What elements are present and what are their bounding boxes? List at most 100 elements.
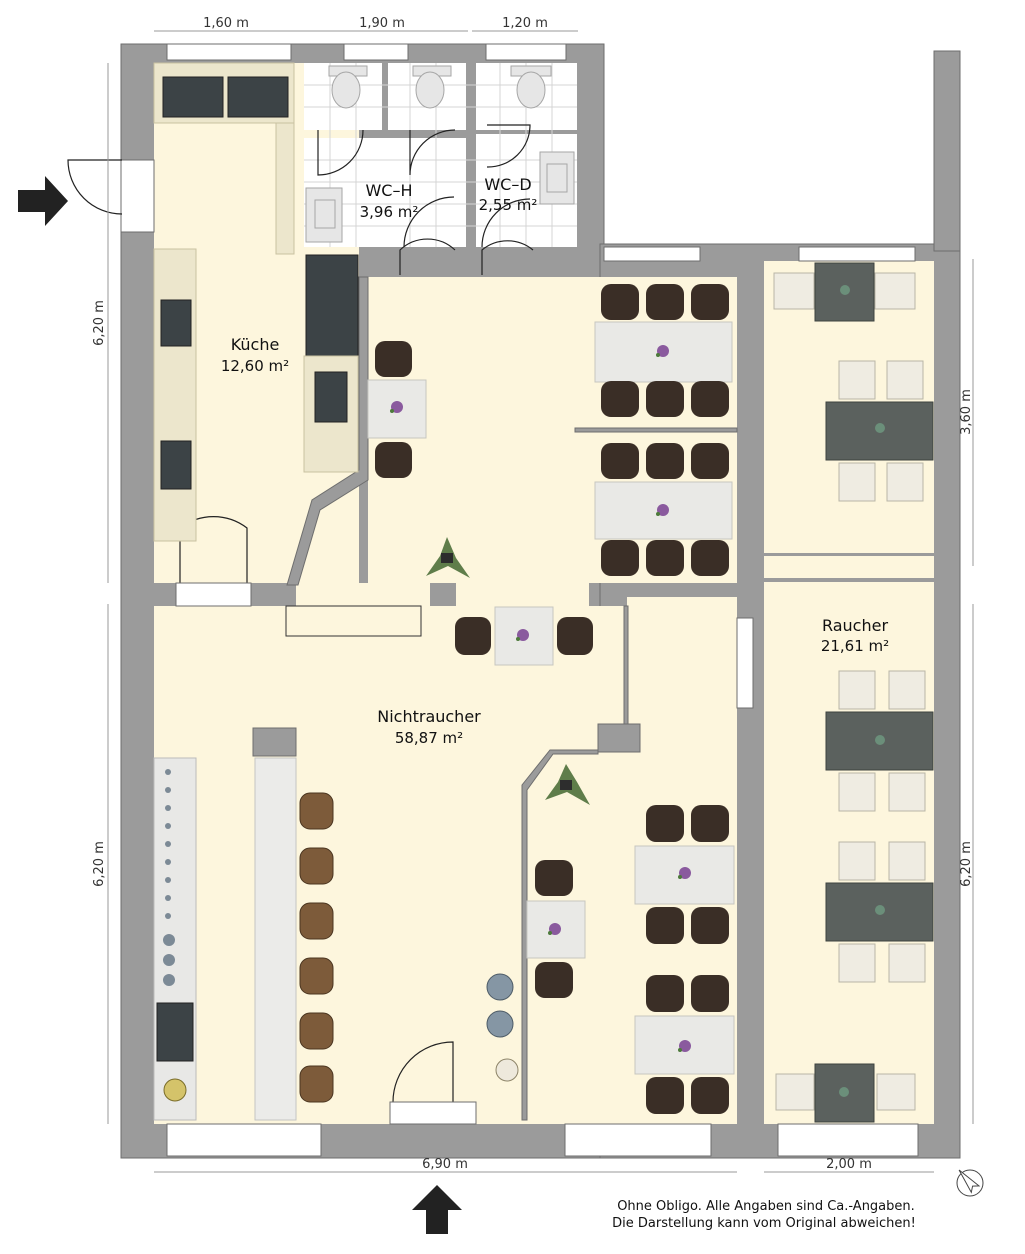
- entrance-arrow-icon: [412, 1185, 462, 1234]
- flower-vase-icon: [656, 504, 669, 516]
- coat-stand-icon: [486, 1010, 514, 1038]
- room-area-raucher: 21,61 m²: [821, 637, 889, 655]
- chair: [773, 272, 815, 310]
- room-area-nichtraucher: 58,87 m²: [395, 729, 463, 747]
- disclaimer: Ohne Obligo. Alle Angaben sind Ca.-Angab…: [612, 1199, 916, 1231]
- room-name-kueche: Küche: [231, 335, 280, 354]
- chair: [838, 841, 876, 881]
- chair: [646, 284, 684, 320]
- chair: [375, 341, 412, 377]
- nichtraucher-furniture: [153, 606, 735, 1121]
- fridge-icon: [305, 254, 359, 357]
- chair: [775, 1073, 815, 1111]
- chair: [691, 1077, 729, 1114]
- room-name-wc-h: WC–H: [365, 181, 412, 200]
- disclaimer-line-1: Ohne Obligo. Alle Angaben sind Ca.-Angab…: [617, 1199, 915, 1214]
- room-name-wc-d: WC–D: [484, 175, 531, 194]
- dimension-labels: 1,60 m 1,90 m 1,20 m 6,20 m 6,20 m 3,60 …: [92, 16, 974, 1172]
- chair: [691, 975, 729, 1012]
- doors: [67, 124, 534, 1125]
- kitchen-fixtures: [153, 62, 359, 542]
- chair: [646, 907, 684, 944]
- raucher-furniture: [773, 262, 934, 1123]
- toilet-icon: [412, 65, 452, 109]
- flower-vase-icon: [678, 1040, 691, 1052]
- chair: [838, 360, 876, 400]
- chair: [838, 943, 876, 983]
- chair: [646, 443, 684, 479]
- dim-top-1: 1,60 m: [203, 16, 249, 31]
- dishwasher-icon: [156, 1002, 194, 1062]
- entrance-arrow-icon: [18, 176, 68, 226]
- chair: [601, 284, 639, 320]
- bar-stool: [299, 1065, 334, 1103]
- flower-vase-icon: [548, 923, 561, 935]
- ashtray-icon: [839, 285, 885, 1097]
- room-labels: WC–H 3,96 m² WC–D 2,55 m² Küche 12,60 m²…: [221, 175, 889, 747]
- chair: [646, 975, 684, 1012]
- room-area-kueche: 12,60 m²: [221, 357, 289, 375]
- internal-walls: [252, 276, 738, 1121]
- chair: [691, 540, 729, 576]
- room-name-nichtraucher: Nichtraucher: [377, 707, 481, 726]
- chair: [888, 943, 926, 983]
- chair: [646, 381, 684, 417]
- chair: [557, 617, 593, 655]
- toilet-icon: [510, 65, 552, 109]
- stove-icon: [160, 440, 192, 490]
- chair: [691, 284, 729, 320]
- chair: [691, 805, 729, 842]
- bar-stool: [299, 957, 334, 995]
- dim-left-upper: 6,20 m: [92, 300, 107, 346]
- compass-icon: [956, 1169, 984, 1197]
- chair: [646, 1077, 684, 1114]
- chair: [874, 272, 916, 310]
- room-area-wc-h: 3,96 m²: [360, 203, 419, 221]
- flower-vase-icon: [656, 345, 669, 357]
- dim-left-lower: 6,20 m: [92, 841, 107, 887]
- chair: [646, 540, 684, 576]
- flower-vase-icon: [390, 401, 403, 413]
- oven-icon: [314, 371, 348, 423]
- flower-vase-icon: [678, 867, 691, 879]
- toilet-icon: [328, 65, 368, 109]
- flower-vase-icon: [516, 629, 529, 641]
- chair: [888, 841, 926, 881]
- dim-right-upper: 3,60 m: [959, 389, 974, 435]
- coat-stand-icon: [486, 973, 514, 1001]
- dim-top-3: 1,20 m: [502, 16, 548, 31]
- chair: [455, 617, 491, 655]
- chair: [838, 670, 876, 710]
- umbrella-stand-icon: [495, 1058, 519, 1082]
- dimension-lines: [107, 30, 974, 1173]
- chair: [691, 907, 729, 944]
- dim-bottom-right: 2,00 m: [826, 1157, 872, 1172]
- plant-icon: [426, 537, 470, 578]
- bar-tap-icons: [163, 769, 175, 986]
- dim-bottom-main: 6,90 m: [422, 1157, 468, 1172]
- chair: [691, 381, 729, 417]
- chair: [646, 805, 684, 842]
- chair: [691, 443, 729, 479]
- sink-unit-icon: [227, 76, 289, 118]
- chair: [886, 462, 924, 502]
- room-area-wc-d: 2,55 m²: [479, 196, 538, 214]
- chair: [888, 670, 926, 710]
- chair: [375, 442, 412, 478]
- chair: [886, 360, 924, 400]
- decor: [390, 285, 885, 1097]
- dim-top-2: 1,90 m: [359, 16, 405, 31]
- chair: [888, 772, 926, 812]
- bar-stool: [299, 902, 334, 940]
- chair: [601, 540, 639, 576]
- chair: [535, 860, 573, 896]
- plant-icon: [545, 764, 590, 805]
- room-name-raucher: Raucher: [822, 616, 888, 635]
- dim-right-lower: 6,20 m: [959, 841, 974, 887]
- bar-stool: [299, 1012, 334, 1050]
- chair: [601, 381, 639, 417]
- chair: [876, 1073, 916, 1111]
- bar-stool: [299, 792, 334, 830]
- windows: [120, 43, 919, 1157]
